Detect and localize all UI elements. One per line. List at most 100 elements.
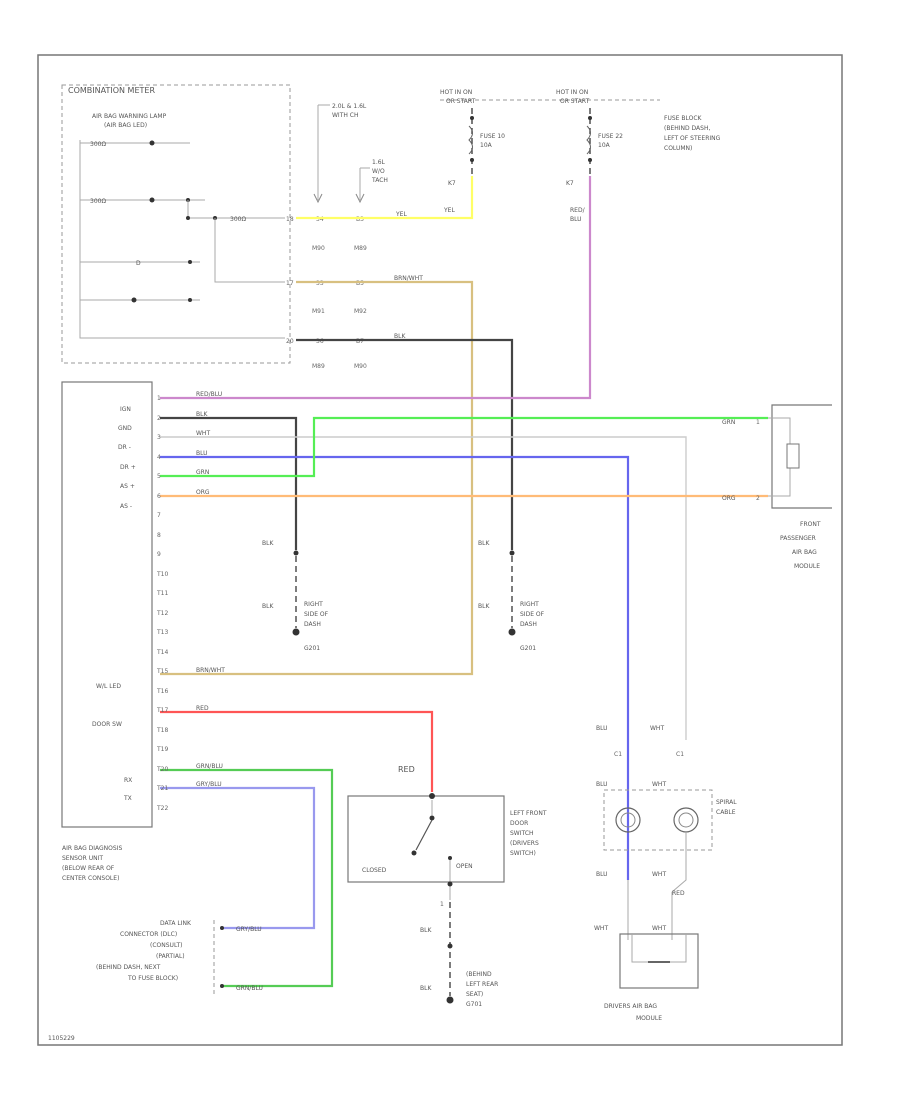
ground-1-line1: RIGHT [304, 601, 323, 608]
driver-module-line1: DRIVERS AIR BAG [604, 1003, 657, 1010]
sensor-desc-3: (BELOW REAR OF [62, 865, 115, 872]
spiral-pin-left: C1 [614, 751, 622, 758]
spiral-coil-right-icon [673, 807, 699, 833]
conn-r2-s2: M92 [354, 308, 367, 315]
passenger-module-pin-2: 2 [756, 495, 760, 502]
sensor-pin-7: 7 [157, 512, 161, 519]
conn-r1-p1: 18 [286, 216, 294, 223]
spiral-cable: BLU WHT C1 C1 BLU WHT SPIRAL CABLE BLU W… [596, 725, 737, 897]
door-switch-desc-3: SWITCH [510, 830, 534, 837]
door-switch-closed: CLOSED [362, 867, 387, 874]
sensor-pin-t14: T14 [156, 649, 168, 656]
note-engine-2: 1.6L [372, 159, 386, 166]
conn-r2-p1: 17 [286, 280, 294, 287]
hot-label-2b: OR START [560, 98, 590, 105]
meter-internal-bus [79, 140, 285, 339]
notes: 2.0L & 1.6L WITH CH 1.6L W/O TACH [313, 103, 388, 204]
note-engine-1: 2.0L & 1.6L [332, 103, 367, 110]
conn-r1-p2: 34 [316, 216, 324, 223]
wire-grn-blu-rx [160, 768, 334, 988]
sensor-pin-t17: T17 [156, 707, 168, 714]
wire-brn-wht-label-2: BRN/WHT [196, 667, 225, 674]
wire-brn-wht-label: BRN/WHT [394, 275, 423, 282]
wire-red-label: RED [196, 705, 209, 712]
conn-r1-s2: M89 [354, 245, 367, 252]
passenger-module-pin-1: 1 [756, 419, 760, 426]
ground-2-line2: SIDE OF [520, 611, 545, 618]
sensor-pin-6: 6 [157, 493, 161, 500]
sensor-pin-t21: T21 [156, 785, 168, 792]
resistor-1-label: 300Ω [90, 141, 106, 148]
sensor-pin-label-gnd: GND [118, 425, 132, 432]
fuse-10-label: FUSE 10 [480, 133, 505, 140]
door-switch-desc-4: (DRIVERS [510, 840, 539, 847]
ground-g201-left: BLK BLK RIGHT SIDE OF DASH G201 [262, 540, 329, 652]
wire-grn-as-pos [160, 416, 768, 478]
sensor-pin-t20: T20 [156, 766, 168, 773]
conn-r3-s1: M89 [312, 363, 325, 370]
spiral-blu-label-bottom: BLU [596, 871, 608, 878]
door-switch-desc-2: DOOR [510, 820, 528, 827]
warning-lamp-sublabel: (AIR BAG LED) [104, 122, 147, 129]
wire-yel-label-2: YEL [443, 207, 455, 214]
note-engine-2b: W/O [372, 168, 385, 175]
combination-meter: COMBINATION METER AIR BAG WARNING LAMP (… [61, 84, 291, 364]
wire-gry-blu-tx [160, 786, 316, 930]
door-switch-pin: 1 [440, 901, 444, 908]
sensor-desc-4: CENTER CONSOLE) [62, 875, 119, 882]
wire-blu-label: BLU [196, 450, 208, 457]
diagram-frame [37, 54, 843, 1046]
ground-3-line3: SEAT) [466, 991, 483, 998]
driver-module-wht-r: WHT [652, 925, 666, 932]
ground-1-icon [292, 628, 300, 636]
conn-r3-s2: M90 [354, 363, 367, 370]
sensor-unit: IGN GND DR - DR + AS + AS - 1 2 3 4 5 6 … [61, 381, 168, 882]
fuse-block-desc-4: COLUMN) [664, 145, 692, 152]
sensor-pin-1: 1 [157, 395, 161, 402]
spiral-cable-line1: SPIRAL [716, 799, 737, 806]
ground-2-wire-label: BLK [478, 540, 490, 547]
wire-grn-blu-label-2: GRN/BLU [236, 985, 263, 992]
conn-r1-p3: B3 [356, 216, 364, 223]
conn-r2-s1: M91 [312, 308, 325, 315]
ground-2-line1: RIGHT [520, 601, 539, 608]
conn-r1-s1: M90 [312, 245, 325, 252]
fuse-block-desc-2: (BEHIND DASH, [664, 125, 710, 132]
conn-r2-p3: B5 [356, 280, 364, 287]
driver-module-wht-l: WHT [594, 925, 608, 932]
door-switch: CLOSED OPEN LEFT FRONT DOOR SWITCH (DRIV… [347, 793, 547, 908]
passenger-module-line3: AIR BAG [792, 549, 817, 556]
sensor-pin-t13: T13 [156, 629, 168, 636]
sensor-label-wl-led: W/L LED [96, 683, 121, 690]
dlc-line5: (BEHIND DASH, NEXT [96, 964, 161, 971]
wire-blk-gnd-label: BLK [196, 411, 208, 418]
dlc-line4: (PARTIAL) [156, 953, 185, 960]
ground-3-line1: (BEHIND [466, 971, 492, 978]
fuse-10-pin: K7 [448, 180, 456, 187]
passenger-module-line1: FRONT [800, 521, 821, 528]
ground-1-line4: G201 [304, 645, 320, 652]
wire-blk-gnd [160, 416, 298, 550]
ground-2-icon [508, 628, 516, 636]
ground-3-icon [446, 996, 454, 1004]
sensor-pin-4: 4 [157, 454, 161, 461]
spiral-red-label: RED [672, 890, 685, 897]
sensor-pin-t18: T18 [156, 727, 168, 734]
ground-1-wire-label-2: BLK [262, 603, 274, 610]
fuse-22-symbol [586, 125, 591, 155]
data-link-connector: DATA LINK CONNECTOR (DLC) (CONSULT) (PAR… [96, 920, 224, 994]
wire-red-label-2: RED [398, 765, 415, 774]
combination-meter-boundary [61, 84, 291, 364]
sensor-desc-2: SENSOR UNIT [62, 855, 103, 862]
wire-org-label-2: ORG [722, 495, 736, 502]
sensor-pin-label-dr-pos: DR + [120, 464, 136, 471]
drivers-air-bag-module: WHT WHT DRIVERS AIR BAG MODULE [594, 880, 699, 1022]
wire-gry-blu-label: GRY/BLU [196, 781, 222, 788]
wire-blk-meter [296, 338, 514, 550]
warning-lamp-label: AIR BAG WARNING LAMP [92, 113, 167, 120]
lamp-led-2 [149, 197, 155, 203]
wire-org-label: ORG [196, 489, 210, 496]
sensor-pin-t19: T19 [156, 746, 168, 753]
fuse-block-desc-3: LEFT OF STEERING [664, 135, 721, 142]
